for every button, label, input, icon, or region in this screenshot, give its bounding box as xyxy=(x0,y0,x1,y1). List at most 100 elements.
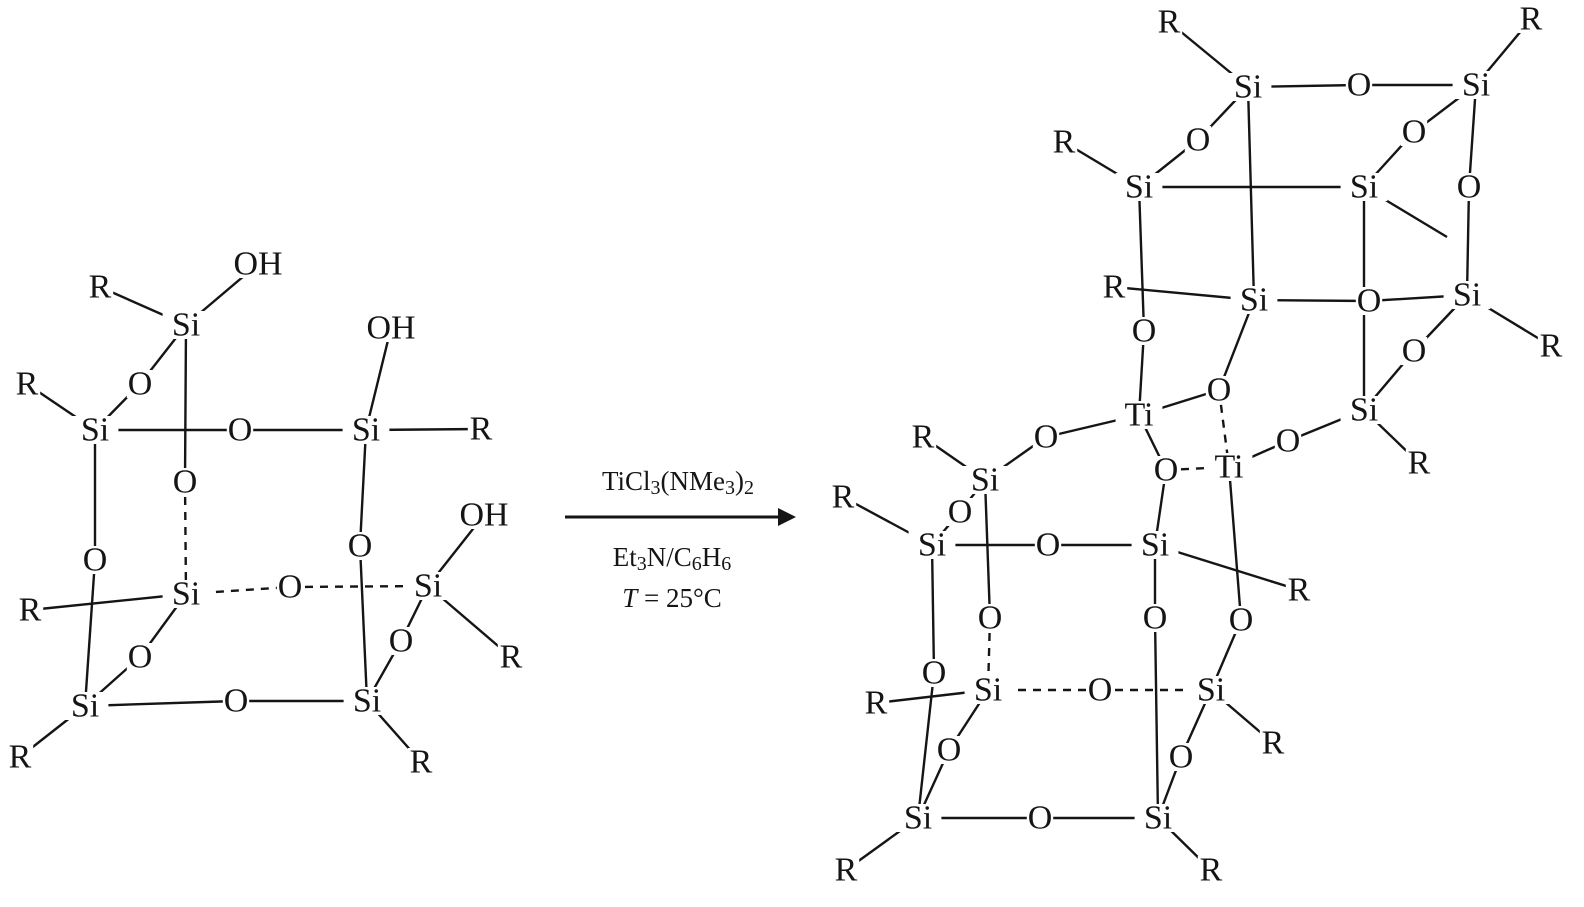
atom-mask xyxy=(162,580,210,608)
atom-mask xyxy=(387,627,415,655)
atom-o: O xyxy=(228,412,253,449)
atom-si: Si xyxy=(172,307,200,344)
atom-si: Si xyxy=(71,688,99,725)
atom-mask xyxy=(908,531,956,559)
atom-mask xyxy=(1187,676,1235,704)
atom-mask xyxy=(832,856,860,884)
atom-mask xyxy=(1227,606,1255,634)
atom-r: R xyxy=(865,685,888,722)
bond-line xyxy=(916,672,936,819)
atom-mask xyxy=(1050,128,1078,156)
atom-mask xyxy=(343,687,391,715)
atom-mask xyxy=(1100,273,1128,301)
bond-line xyxy=(1154,543,1300,592)
atom-o: O xyxy=(1402,333,1427,370)
atom-si: Si xyxy=(414,568,442,605)
atom-mask xyxy=(920,659,948,687)
atom-o: O xyxy=(1088,672,1113,709)
atom-mask xyxy=(909,423,937,451)
atom-mask xyxy=(964,676,1012,704)
atom-mask xyxy=(1345,71,1373,99)
atom-o: O xyxy=(1457,169,1482,206)
atom-o: O xyxy=(1132,313,1157,350)
atom-mask xyxy=(71,416,119,444)
atom-mask xyxy=(1205,376,1233,404)
atom-mask xyxy=(1340,396,1388,424)
atom-r: R xyxy=(89,269,112,306)
atom-si: Si xyxy=(1125,169,1153,206)
atom-r: R xyxy=(16,366,39,403)
atom-si: Si xyxy=(918,527,946,564)
atom-mask xyxy=(342,416,390,444)
atom-mask xyxy=(1400,337,1428,365)
atom-mask xyxy=(1455,173,1483,201)
atom-mask xyxy=(367,314,415,342)
atom-r: R xyxy=(832,479,855,516)
atom-mask xyxy=(829,483,857,511)
atom-r: R xyxy=(1540,328,1563,365)
atom-mask xyxy=(1274,427,1302,455)
atom-o: O xyxy=(1357,283,1382,320)
atom-mask xyxy=(6,743,34,771)
bond-line xyxy=(358,429,368,547)
atom-mask xyxy=(1115,401,1163,429)
atom-mask xyxy=(13,370,41,398)
atom-o: O xyxy=(128,639,153,676)
atom-mask xyxy=(1141,604,1169,632)
atom-si: Si xyxy=(1350,169,1378,206)
atom-mask xyxy=(1197,856,1225,884)
atom-oh: OH xyxy=(366,310,415,347)
atom-r: R xyxy=(9,739,32,776)
atom-mask xyxy=(976,604,1004,632)
reagent-below-temp: T = 25°C xyxy=(622,583,722,613)
bond-line xyxy=(364,327,393,431)
atom-mask xyxy=(1155,8,1183,36)
atom-o: O xyxy=(1028,800,1053,837)
bond-line xyxy=(983,479,992,619)
atom-mask xyxy=(1405,449,1433,477)
atom-mask xyxy=(1026,804,1054,832)
atom-si: Si xyxy=(1453,277,1481,314)
atom-o: O xyxy=(1186,122,1211,159)
atom-mask xyxy=(946,498,974,526)
atom-si: Si xyxy=(1240,282,1268,319)
bond-line xyxy=(1246,86,1256,301)
atom-r: R xyxy=(1053,124,1076,161)
bond-line xyxy=(1467,84,1478,188)
atom-mask xyxy=(171,468,199,496)
atom-si: Si xyxy=(1462,67,1490,104)
atom-oh: OH xyxy=(233,246,282,283)
bond-line xyxy=(1465,186,1471,296)
atom-o: O xyxy=(922,655,947,692)
atom-mask xyxy=(1205,453,1253,481)
atom-o: O xyxy=(1402,114,1427,151)
atom-mask xyxy=(1131,531,1179,559)
atom-mask xyxy=(404,572,452,600)
atom-mask xyxy=(407,748,435,776)
atom-mask xyxy=(1034,531,1062,559)
atom-r: R xyxy=(1200,852,1223,889)
atom-o: O xyxy=(1036,527,1061,564)
atom-mask xyxy=(86,273,114,301)
atom-mask xyxy=(497,643,525,671)
atom-mask xyxy=(894,804,942,832)
atom-o: O xyxy=(1276,423,1301,460)
atom-ti: Ti xyxy=(1214,449,1243,486)
atom-r: R xyxy=(1158,4,1181,41)
atom-si: Si xyxy=(352,412,380,449)
bond-line xyxy=(29,592,187,612)
atom-ti: Ti xyxy=(1124,397,1153,434)
bond-line xyxy=(1227,466,1243,621)
atom-mask xyxy=(1517,5,1545,33)
bond-line xyxy=(183,324,188,483)
atom-r: R xyxy=(500,639,523,676)
reagent-above: TiCl3(NMe3)2 xyxy=(602,466,754,499)
atom-si: Si xyxy=(971,462,999,499)
atom-si: Si xyxy=(81,412,109,449)
atom-o: O xyxy=(1154,452,1179,489)
atom-o: O xyxy=(978,600,1003,637)
bond-line xyxy=(83,559,97,707)
atom-si: Si xyxy=(1234,69,1262,106)
atom-mask xyxy=(961,466,1009,494)
